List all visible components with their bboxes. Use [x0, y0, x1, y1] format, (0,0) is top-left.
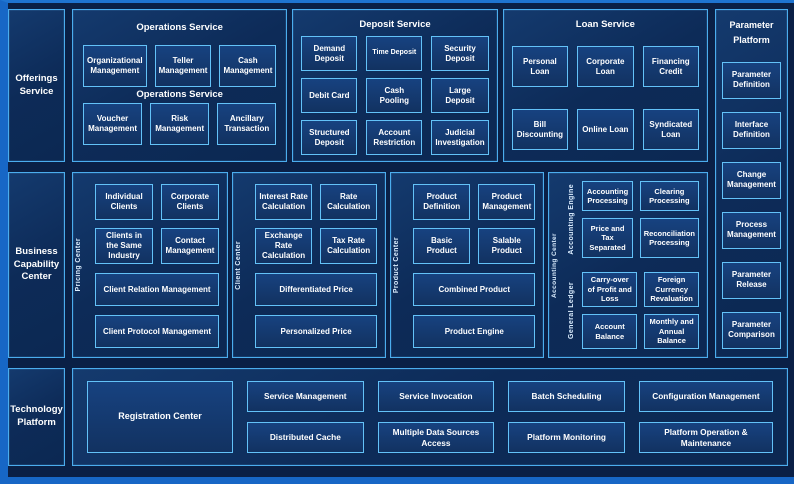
node-organizational-management: Organizational Management — [83, 45, 147, 87]
node-interest-rate-calculation: Interest Rate Calculation — [255, 184, 313, 220]
node-accounting-processing: Accounting Processing — [582, 181, 633, 212]
node-batch-scheduling: Batch Scheduling — [508, 381, 625, 412]
panel-parameter-platform: Parameter Platform Parameter Definition … — [715, 9, 788, 358]
node-online-loan: Online Loan — [577, 109, 634, 150]
node-personal-loan: Personal Loan — [511, 46, 569, 87]
node-price-and-tax-separated: Price and Tax Separated — [582, 218, 633, 258]
node-process-management: Process Management — [722, 211, 781, 249]
loan-grid: Personal Loan Corporate Loan Financing C… — [511, 46, 699, 150]
node-bill-discounting: Bill Discounting — [511, 109, 569, 150]
node-configuration-management: Configuration Management — [638, 381, 773, 412]
accounting-engine-vertical-label: Accounting Engine — [568, 184, 576, 255]
node-platform-monitoring: Platform Monitoring — [508, 422, 625, 453]
node-large-deposit: Large Deposit — [431, 78, 489, 113]
node-clients-in-the-same-industry: Clients in the Same Industry — [95, 228, 153, 264]
node-multiple-data-sources-access: Multiple Data Sources Access — [377, 422, 495, 453]
node-individual-clients: Individual Clients — [95, 184, 153, 220]
node-financing-credit: Financing Credit — [642, 46, 699, 87]
node-client-relation-management: Client Relation Management — [95, 273, 220, 306]
rail-technology-platform: Technology Platform — [8, 368, 65, 466]
operations-subtitle: Operations Service — [136, 89, 223, 100]
node-interface-definition: Interface Definition — [722, 111, 781, 149]
node-product-engine: Product Engine — [413, 315, 536, 348]
panel-accounting-center: Accounting Center Accounting Engine Acco… — [548, 172, 709, 358]
operations-title: Operations Service — [136, 22, 223, 33]
node-clearing-processing: Clearing Processing — [639, 181, 700, 212]
node-reconciliation-processing: Reconciliation Processing — [639, 218, 700, 258]
panel-product-center: Product Center Product Definition Produc… — [390, 172, 545, 358]
general-ledger-vertical-label: General Ledger — [568, 282, 576, 339]
node-salable-product: Salable Product — [478, 228, 536, 264]
node-cash-pooling: Cash Pooling — [366, 78, 423, 113]
node-security-deposit: Security Deposit — [431, 36, 489, 71]
node-judicial-investigation: Judicial Investigation — [431, 120, 489, 155]
rail-business-capability-center: Business Capability Center — [8, 172, 65, 358]
node-parameter-comparison: Parameter Comparison — [722, 311, 781, 349]
rail-offerings-label: Offerings Service — [15, 72, 58, 97]
panel-client-center: Client Center Interest Rate Calculation … — [232, 172, 387, 358]
node-voucher-management: Voucher Management — [83, 103, 143, 145]
loan-title: Loan Service — [575, 19, 635, 30]
accounting-engine-group: Accounting Engine Accounting Processing … — [566, 181, 700, 258]
node-service-management: Service Management — [247, 381, 364, 412]
pricing-center-vertical-label: Pricing Center — [75, 238, 82, 292]
rail-business-label: Business Capability Center — [13, 245, 60, 283]
client-center-vertical-label: Client Center — [235, 240, 243, 290]
node-platform-operation-maintenance: Platform Operation & Maintenance — [638, 422, 773, 453]
node-service-invocation: Service Invocation — [377, 381, 495, 412]
node-corporate-clients: Corporate Clients — [161, 184, 220, 220]
general-ledger-group: General Ledger Carry-over of Profit and … — [566, 272, 700, 349]
node-personalized-price: Personalized Price — [255, 315, 378, 348]
node-risk-management: Risk Management — [150, 103, 210, 145]
rail-technology-label: Technology Platform — [10, 404, 63, 428]
node-rate-calculation: Rate Calculation — [320, 184, 378, 220]
deposit-grid: Demand Deposit Time Deposit Security Dep… — [301, 36, 489, 155]
operations-row-1: Organizational Management Teller Managem… — [83, 45, 277, 87]
node-contact-management: Contact Management — [161, 228, 220, 264]
node-tax-rate-calculation: Tax Rate Calculation — [320, 228, 378, 264]
node-debit-card: Debit Card — [301, 78, 358, 113]
panel-pricing-center: Pricing Center Individual Clients Corpor… — [72, 172, 229, 358]
node-demand-deposit: Demand Deposit — [301, 36, 358, 71]
node-foreign-currency-revaluation: Foreign Currency Revaluation — [644, 272, 700, 307]
node-basic-product: Basic Product — [413, 228, 471, 264]
accounting-center-vertical-label: Accounting Center — [551, 232, 559, 298]
node-structured-deposit: Structured Deposit — [301, 120, 358, 155]
node-registration-center: Registration Center — [87, 381, 233, 453]
node-monthly-and-annual-balance: Monthly and Annual Balance — [644, 314, 700, 349]
node-syndicated-loan: Syndicated Loan — [642, 109, 699, 150]
product-center-vertical-label: Product Center — [393, 236, 401, 294]
node-cash-management: Cash Management — [219, 45, 277, 87]
node-parameter-release: Parameter Release — [722, 261, 781, 299]
node-change-management: Change Management — [722, 161, 781, 199]
node-time-deposit: Time Deposit — [366, 36, 423, 71]
node-account-restriction: Account Restriction — [366, 120, 423, 155]
node-differentiated-price: Differentiated Price — [255, 273, 378, 306]
node-teller-management: Teller Management — [154, 45, 212, 87]
parameter-platform-title: Parameter Platform — [729, 20, 774, 46]
node-distributed-cache: Distributed Cache — [247, 422, 364, 453]
panel-technology-platform: Registration Center Service Management D… — [72, 368, 788, 466]
panel-deposit-service: Deposit Service Demand Deposit Time Depo… — [292, 9, 498, 162]
node-parameter-definition: Parameter Definition — [722, 61, 781, 99]
node-combined-product: Combined Product — [413, 273, 536, 306]
business-capability-row: Pricing Center Individual Clients Corpor… — [72, 172, 709, 358]
rail-offerings-service: Offerings Service — [8, 9, 65, 162]
panel-operations-service: Operations Service Organizational Manage… — [72, 9, 288, 162]
operations-row-2: Voucher Management Risk Management Ancil… — [83, 103, 277, 145]
top-service-row: Operations Service Organizational Manage… — [72, 9, 708, 162]
node-ancillary-transaction: Ancillary Transaction — [217, 103, 277, 145]
node-exchange-rate-calculation: Exchange Rate Calculation — [255, 228, 313, 264]
deposit-title: Deposit Service — [359, 19, 431, 30]
node-client-protocol-management: Client Protocol Management — [95, 315, 220, 348]
node-carry-over-of-profit-and-loss: Carry-over of Profit and Loss — [582, 272, 638, 307]
node-account-balance: Account Balance — [582, 314, 638, 349]
node-corporate-loan: Corporate Loan — [577, 46, 634, 87]
panel-loan-service: Loan Service Personal Loan Corporate Loa… — [502, 9, 708, 162]
node-product-definition: Product Definition — [413, 184, 471, 220]
node-product-management: Product Management — [478, 184, 536, 220]
